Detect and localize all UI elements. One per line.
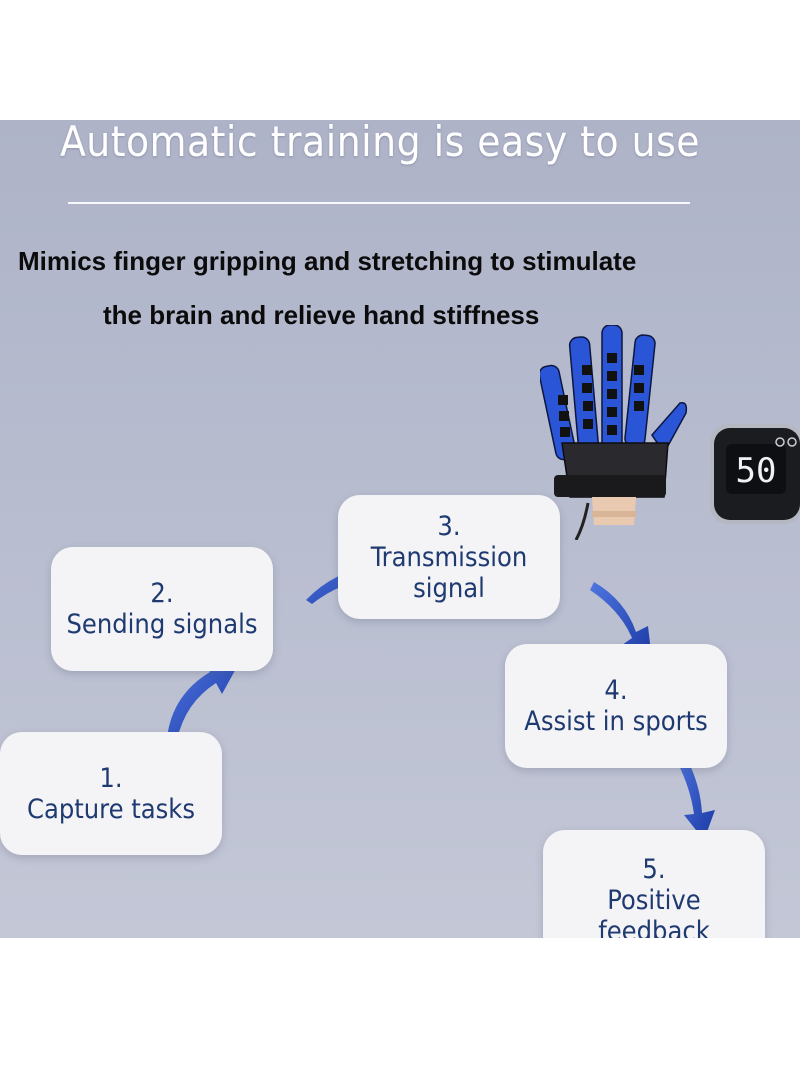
step-card-sending-signals: 2. Sending signals xyxy=(51,547,273,671)
rehab-glove-image xyxy=(540,325,688,540)
headline: Automatic training is easy to use xyxy=(59,120,701,166)
step-label: Positive xyxy=(607,884,701,916)
step-number: 2. xyxy=(150,578,174,609)
step-card-positive-feedback: 5. Positive feedback xyxy=(543,830,765,938)
subtitle-line-1: Mimics finger gripping and stretching to… xyxy=(18,246,637,276)
step-number: 3. xyxy=(437,510,461,542)
step-number: 4. xyxy=(604,675,628,706)
curved-arrow-icon xyxy=(167,660,238,740)
step-label: Capture tasks xyxy=(26,793,196,825)
step-label: feedback xyxy=(598,915,710,939)
curved-arrow-icon xyxy=(590,582,652,660)
headline-divider xyxy=(68,202,690,204)
hero-banner: Automatic training is easy to use Mimics… xyxy=(0,120,800,938)
subtitle-line-2: the brain and relieve hand stiffness xyxy=(103,300,540,330)
device-display: 50 xyxy=(736,451,777,491)
step-number: 1. xyxy=(99,762,123,794)
step-label: Assist in sports xyxy=(524,706,708,737)
controller-device-image: 50 xyxy=(710,424,800,524)
step-label: Sending signals xyxy=(66,609,258,640)
step-number: 5. xyxy=(642,853,666,885)
step-label: signal xyxy=(413,572,485,604)
step-card-assist-in-sports: 4. Assist in sports xyxy=(505,644,727,768)
step-card-transmission-signal: 3. Transmission signal xyxy=(338,495,560,619)
step-label: Transmission xyxy=(370,541,528,573)
curved-arrow-icon xyxy=(674,750,715,840)
step-card-capture-tasks: 1. Capture tasks xyxy=(0,732,222,855)
